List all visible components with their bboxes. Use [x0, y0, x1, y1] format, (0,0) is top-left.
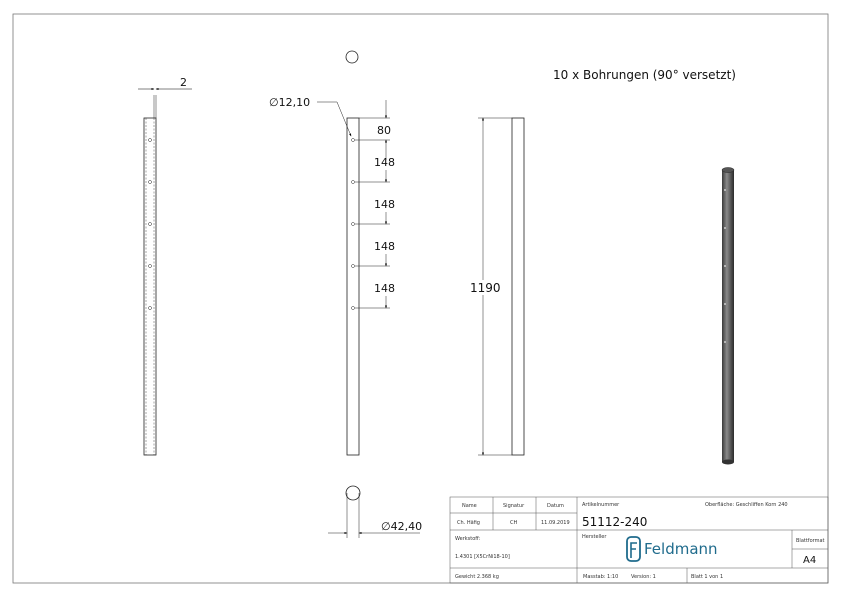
dim-spacing: 148 [374, 156, 395, 169]
article-label: Artikelnummer [582, 502, 620, 508]
sheet-border [12, 13, 829, 584]
front-view-holes: ∅12,10 80 148 148 148 148 [269, 50, 395, 456]
manufacturer-label: Hersteller [582, 534, 607, 540]
dim-wall: 2 [180, 76, 187, 89]
side-view-plain: 1190 [470, 117, 525, 456]
dim-spacing: 148 [374, 240, 395, 253]
version: Version: 1 [631, 574, 656, 580]
name-value: Ch. Häfig [457, 520, 480, 526]
dim-hole-diameter: ∅12,10 [269, 96, 310, 109]
signature-label: Signatur [503, 503, 525, 509]
feldmann-logo: Feldmann [626, 536, 718, 562]
dim-spacing: 148 [374, 198, 395, 211]
weight: Gewicht 2.368 kg [455, 574, 499, 580]
surface: Oberfläche: Geschliffen Korn 240 [705, 502, 788, 508]
material-value: 1.4301 [X5CrNi18-10] [455, 554, 510, 560]
dim-first-hole: 80 [377, 124, 391, 137]
scale: Masstab: 1:10 [583, 574, 618, 580]
dim-length: 1190 [470, 281, 501, 295]
title-block [449, 496, 829, 584]
logo-text: Feldmann [644, 540, 718, 558]
dim-outer-diameter: ∅42,40 [381, 520, 422, 533]
name-label: Name [462, 503, 477, 509]
signature-value: CH [510, 520, 517, 526]
note-drillings: 10 x Bohrungen (90° versetzt) [553, 68, 736, 82]
format-label: Blattformat [796, 538, 825, 544]
date-value: 11.09.2019 [541, 520, 570, 526]
date-label: Datum [547, 503, 564, 509]
dim-spacing: 148 [374, 282, 395, 295]
format-value: A4 [803, 555, 816, 566]
side-view-left: 2 [138, 76, 192, 456]
section-view-diameter: ∅42,40 [328, 485, 422, 538]
rod-3d-view [721, 167, 735, 465]
material-label: Werkstoff: [455, 536, 481, 542]
sheet-number: Blatt 1 von 1 [691, 574, 723, 580]
article-number: 51112-240 [582, 515, 647, 529]
